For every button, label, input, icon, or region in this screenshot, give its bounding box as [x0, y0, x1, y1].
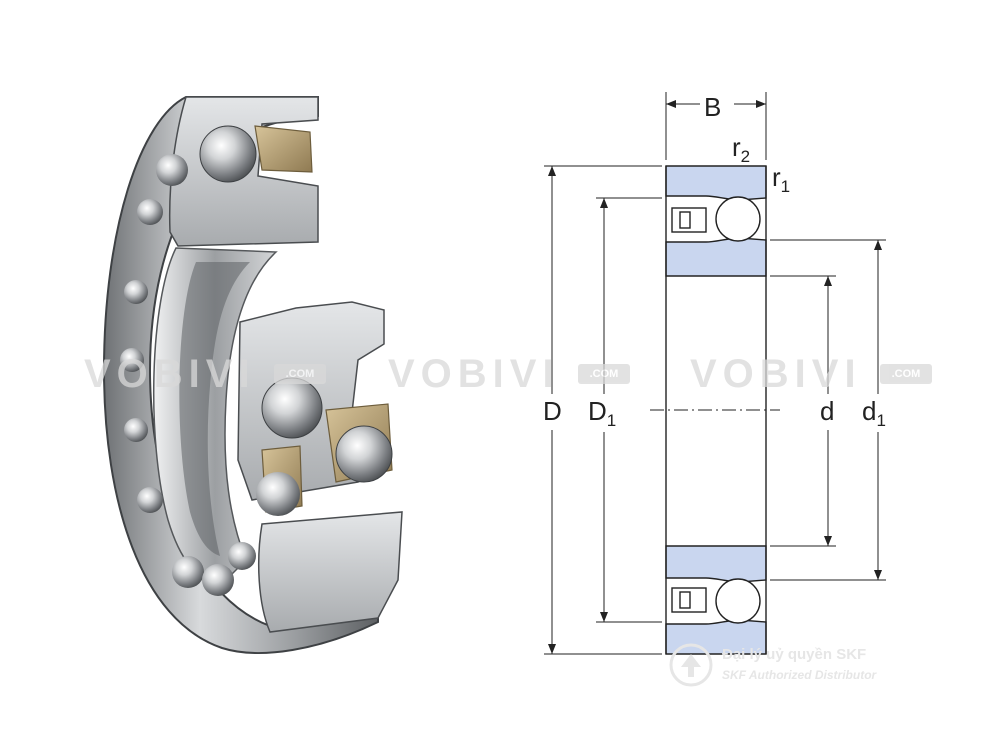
- distributor-text-en: SKF Authorized Distributor: [722, 668, 877, 682]
- ball: [256, 472, 300, 516]
- cage-segment-top: [254, 125, 313, 173]
- ball: [172, 556, 204, 588]
- label-r1: r1: [772, 162, 790, 196]
- label-D: D: [543, 396, 562, 426]
- label-d1: d1: [862, 396, 886, 430]
- label-D1: D1: [588, 396, 616, 430]
- label-d: d: [820, 396, 834, 426]
- dimension-labels: B r2 r1 D D1 d d1: [543, 92, 886, 430]
- inner-ring-bottom-profile: [665, 545, 767, 583]
- ball: [335, 425, 393, 483]
- ball: [124, 280, 148, 304]
- inner-ring-top-profile: [665, 237, 767, 277]
- label-r2: r2: [732, 132, 750, 166]
- watermark-text: VOBIVI: [84, 352, 256, 396]
- ball: [137, 487, 163, 513]
- ball: [199, 125, 257, 183]
- bore-shadow: [179, 262, 250, 556]
- distributor-text-vi: Đại lý uỷ quyền SKF: [722, 646, 867, 663]
- ball-section: [715, 578, 761, 624]
- ball: [156, 154, 188, 186]
- ball: [137, 199, 163, 225]
- watermark-badge: .COM: [274, 364, 326, 384]
- outer-ring-top-profile: [665, 165, 767, 201]
- distributor-logo-icon: [669, 643, 713, 687]
- watermark-text: VOBIVI: [690, 352, 862, 396]
- ball: [228, 542, 256, 570]
- cross-section-drawing: [544, 92, 886, 655]
- watermark-badge: .COM: [578, 364, 630, 384]
- bearing-3d-render: [102, 96, 403, 654]
- label-B: B: [704, 92, 721, 122]
- outer-ring-bottom-section: [257, 511, 403, 633]
- ball: [124, 418, 148, 442]
- watermark-text: VOBIVI: [388, 352, 560, 396]
- watermark-badge: .COM: [880, 364, 932, 384]
- ball-section: [715, 196, 761, 242]
- ball: [120, 348, 144, 372]
- rolling-balls: [120, 125, 393, 596]
- ball: [202, 564, 234, 596]
- ball: [261, 377, 323, 439]
